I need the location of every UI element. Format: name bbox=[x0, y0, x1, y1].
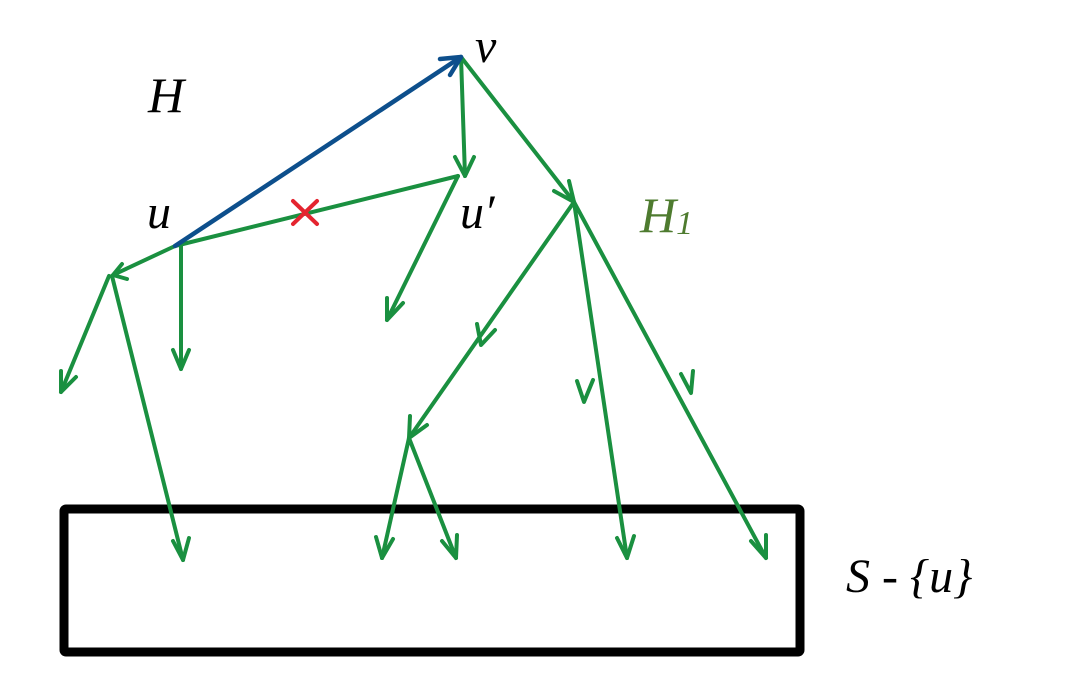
arrowhead-u-v bbox=[437, 54, 464, 78]
edge-h1root-right bbox=[572, 200, 768, 560]
arrowhead-left-leaf bbox=[59, 369, 78, 394]
arrowhead-v-down bbox=[453, 155, 476, 178]
edge-uprime-down bbox=[385, 174, 460, 322]
label-set-S: S bbox=[846, 550, 870, 603]
label-v: v bbox=[475, 20, 497, 73]
edge-mid-box-left bbox=[380, 436, 411, 560]
blue-edge bbox=[172, 54, 464, 249]
arrowhead-h1-right2 bbox=[749, 533, 768, 560]
edge-u-v bbox=[172, 54, 464, 249]
arrowhead-mid-box-right bbox=[440, 533, 459, 560]
arrowhead-h1-down1 bbox=[575, 378, 595, 404]
arrowhead-uprime-down bbox=[385, 296, 405, 322]
edge-left-leaf bbox=[59, 274, 111, 394]
arrowhead-h1-right1 bbox=[679, 369, 695, 395]
edge-uprime-u bbox=[173, 174, 460, 248]
arrowhead-h1-down2 bbox=[615, 534, 636, 560]
label-H1-main: H bbox=[639, 187, 679, 243]
edge-u-left bbox=[111, 244, 177, 277]
arrowhead-left-box bbox=[171, 536, 191, 562]
edge-v-h1root bbox=[459, 55, 576, 204]
green-edges bbox=[59, 55, 768, 562]
edge-mid-box-right bbox=[407, 436, 458, 560]
label-set: S - {u} bbox=[846, 550, 972, 603]
label-u: u bbox=[147, 186, 171, 239]
label-H1: H1 bbox=[639, 187, 693, 243]
edge-left-box bbox=[110, 274, 185, 562]
arrowhead-u-down bbox=[171, 348, 191, 371]
edge-v-down bbox=[459, 55, 467, 178]
edge-h1root-mid bbox=[407, 200, 576, 440]
arrowhead-h1-mid1 bbox=[475, 322, 497, 347]
edge-h1root-down bbox=[572, 200, 629, 560]
label-u-prime: u′ bbox=[460, 186, 496, 239]
set-box bbox=[59, 504, 805, 657]
label-H1-sub: 1 bbox=[676, 205, 693, 242]
label-H: H bbox=[147, 67, 187, 123]
label-set-rest: - {u} bbox=[870, 550, 972, 603]
cross-mark bbox=[291, 199, 319, 226]
arrowhead-mid-box-left bbox=[374, 535, 395, 560]
